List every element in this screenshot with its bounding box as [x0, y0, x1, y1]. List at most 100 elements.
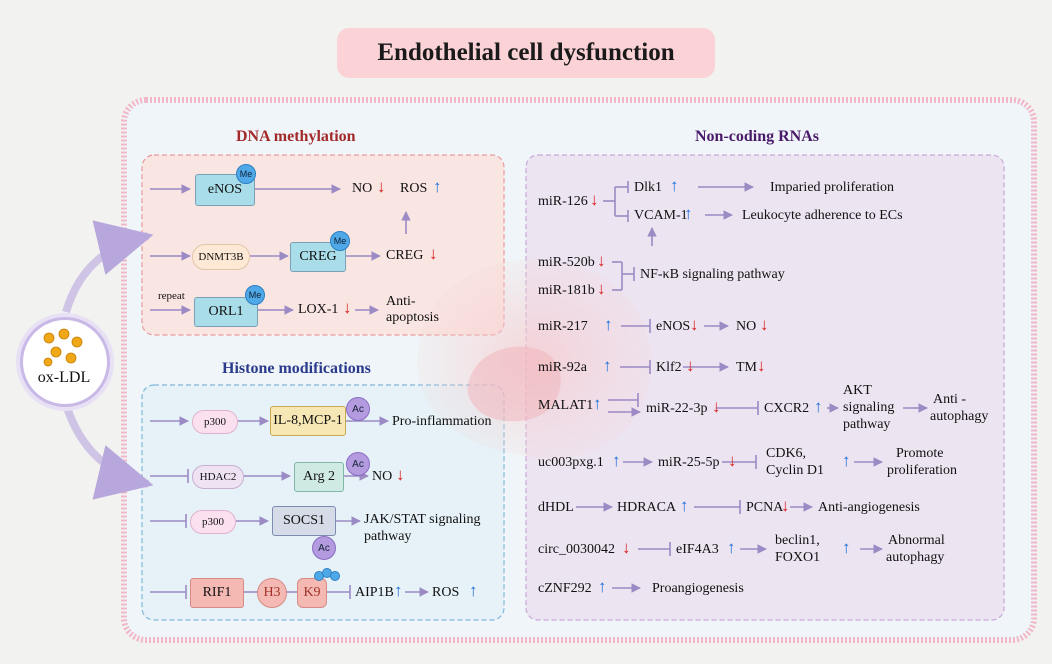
cxcr2-label: CXCR2 — [764, 401, 810, 416]
up-arrow-icon: ↑ — [670, 176, 679, 195]
no-label: NO — [372, 469, 393, 484]
up-arrow-icon: ↑ — [469, 581, 478, 600]
uc003pxg-label: uc003pxg.1 — [538, 455, 604, 470]
ros-label: ROS — [432, 585, 460, 600]
rif1-box: RIF1 — [190, 578, 244, 608]
h3-circle: H3 — [257, 578, 287, 608]
acetyl-badge: Ac — [346, 397, 370, 421]
cdk6-label: CDK6, — [766, 446, 807, 461]
methyl-badge: Me — [236, 164, 256, 184]
down-arrow-icon: ↓ — [686, 356, 695, 375]
no-label: NO — [736, 319, 757, 334]
eif4a3-label: eIF4A3 — [676, 542, 719, 557]
histone-panel — [141, 384, 505, 621]
anti-angiogenesis-label: Anti-angiogenesis — [818, 500, 920, 515]
creg-label: CREG — [386, 248, 424, 263]
circ-label: circ_0030042 — [538, 542, 615, 557]
pathway-label: pathway — [843, 417, 891, 432]
abnormal-label: Abnormal — [888, 533, 945, 548]
aip1b-label: AIP1B — [355, 585, 394, 600]
acetyl-badge: Ac — [346, 452, 370, 476]
proangiogenesis-label: Proangiogenesis — [652, 581, 744, 596]
up-arrow-icon: ↑ — [603, 356, 612, 375]
nucleus-blob — [467, 346, 561, 422]
pro-inflammation-label: Pro-inflammation — [392, 414, 492, 429]
down-arrow-icon: ↓ — [590, 190, 599, 209]
akt-label: AKT — [843, 383, 872, 398]
mir22-label: miR-22-3p — [646, 401, 708, 416]
klf2-label: Klf2 — [656, 360, 682, 375]
pathway-label: pathway — [364, 529, 412, 544]
nfkb-label: NF-κB signaling pathway — [640, 267, 785, 282]
acetyl-badge: Ac — [312, 536, 336, 560]
p300-pill: p300 — [192, 410, 238, 434]
apoptosis-label: apoptosis — [386, 310, 439, 325]
mir181b-label: miR-181b — [538, 283, 595, 298]
foxo1-label: FOXO1 — [775, 550, 821, 565]
up-arrow-icon: ↑ — [814, 397, 823, 416]
proliferation-label: proliferation — [887, 463, 957, 478]
up-arrow-icon: ↑ — [612, 451, 621, 470]
promote-label: Promote — [896, 446, 944, 461]
anti-autophagy-label: Anti - — [933, 392, 967, 407]
repeat-label: repeat — [158, 290, 185, 302]
up-arrow-icon: ↑ — [394, 581, 403, 600]
lox1-label: LOX-1 — [298, 302, 339, 317]
socs1-box: SOCS1 — [272, 506, 336, 536]
vcam1-label: VCAM-1 — [634, 208, 688, 223]
tm-label: TM — [736, 360, 757, 375]
down-arrow-icon: ↓ — [597, 251, 606, 270]
dhdl-label: dHDL — [538, 500, 574, 515]
k9-box: K9 — [297, 578, 327, 608]
hdac2-pill: HDAC2 — [192, 465, 244, 489]
ros-label: ROS — [400, 181, 428, 196]
hdraca-label: HDRACA — [617, 500, 677, 515]
histone-heading: Histone modifications — [222, 360, 371, 377]
jak-stat-label: JAK/STAT signaling — [364, 512, 481, 527]
down-arrow-icon: ↓ — [377, 177, 386, 196]
mir126-label: miR-126 — [538, 194, 588, 209]
no-label: NO — [352, 181, 373, 196]
enos-label: eNOS — [656, 319, 691, 334]
dnmt3b-pill: DNMT3B — [192, 244, 250, 270]
down-arrow-icon: ↓ — [622, 538, 631, 557]
anti-label: Anti- — [386, 294, 416, 309]
czfn292-label: cZNF292 — [538, 581, 592, 596]
up-arrow-icon: ↑ — [727, 538, 736, 557]
pcna-label: PCNA — [746, 500, 784, 515]
down-arrow-icon: ↓ — [760, 315, 769, 334]
signaling-label: signaling — [843, 400, 895, 415]
impaired-proliferation-label: Imparied proliferation — [770, 180, 895, 195]
mir25-label: miR-25-5p — [658, 455, 720, 470]
down-arrow-icon: ↓ — [597, 279, 606, 298]
down-arrow-icon: ↓ — [712, 397, 721, 416]
il8-mcp1-box: IL-8,MCP-1 — [270, 406, 346, 436]
up-arrow-icon: ↑ — [842, 451, 851, 470]
cyclin-d1-label: Cyclin D1 — [766, 463, 824, 478]
leukocyte-label: Leukocyte adherence to ECs — [742, 208, 903, 223]
methyl-badge: Me — [330, 231, 350, 251]
up-arrow-icon: ↑ — [842, 538, 851, 557]
mir92a-label: miR-92a — [538, 360, 587, 375]
mir520b-label: miR-520b — [538, 255, 595, 270]
up-arrow-icon: ↑ — [680, 496, 689, 515]
up-arrow-icon: ↑ — [433, 177, 442, 196]
down-arrow-icon: ↓ — [343, 298, 352, 317]
down-arrow-icon: ↓ — [690, 315, 699, 334]
beclin1-label: beclin1, — [775, 533, 820, 548]
autophagy-label: autophagy — [886, 550, 945, 565]
p300-pill: p300 — [190, 510, 236, 534]
ox-ldl-particles-icon — [43, 328, 83, 367]
up-arrow-icon: ↑ — [598, 577, 607, 596]
orl1-box: ORL1 — [194, 297, 258, 327]
autophagy-label: autophagy — [930, 409, 989, 424]
dna-methylation-heading: DNA methylation — [236, 128, 356, 145]
up-arrow-icon: ↑ — [604, 315, 613, 334]
arg2-box: Arg 2 — [294, 462, 344, 492]
ox-ldl-label: ox-LDL — [37, 369, 91, 386]
ncrna-heading: Non-coding RNAs — [695, 128, 820, 145]
methyl-badge: Me — [245, 285, 265, 305]
down-arrow-icon: ↓ — [757, 356, 766, 375]
